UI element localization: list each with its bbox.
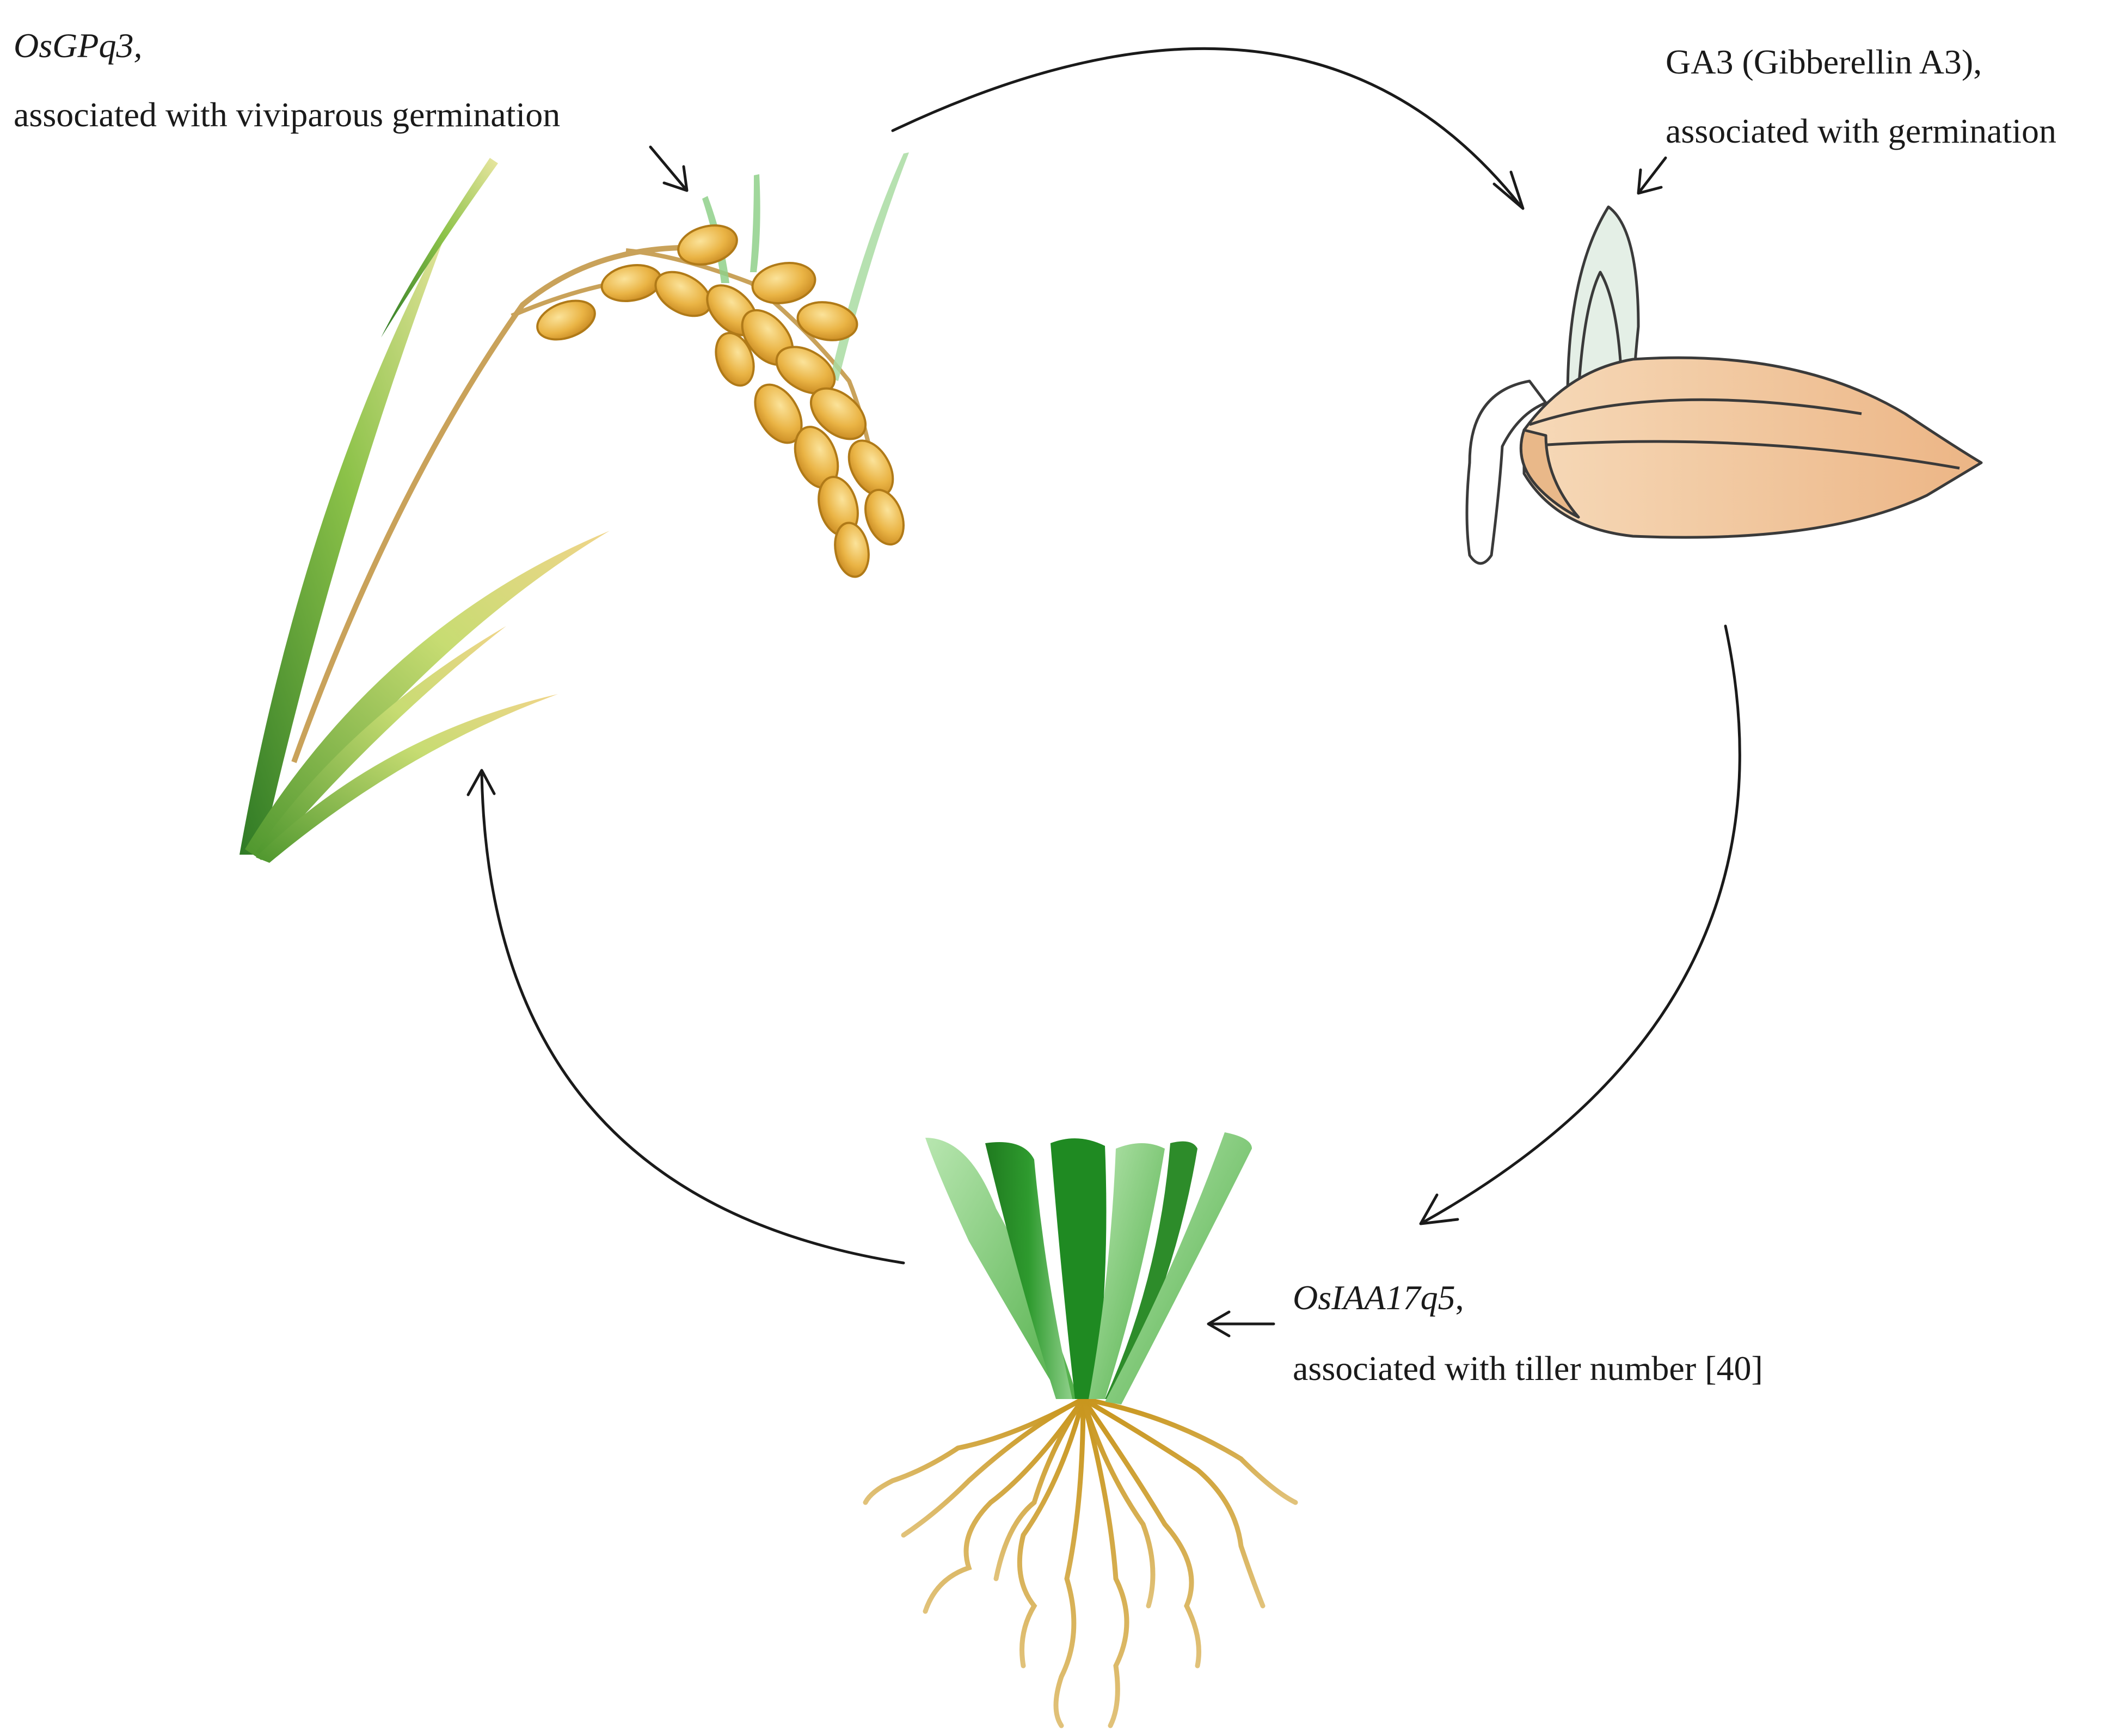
- panicle-bract: [750, 174, 760, 272]
- rice-grain: [754, 383, 803, 444]
- tiller-blade: [1051, 1138, 1107, 1399]
- gene-name-osiaa17q5: OsIAA17q5: [1293, 1278, 1455, 1317]
- pointer-to-panicle: [649, 145, 689, 192]
- arrow-plant-to-seed: [891, 47, 1523, 208]
- arrow-plant-to-seed-head: [1492, 170, 1525, 210]
- seedling-tillers-illustration: [863, 1132, 1298, 1728]
- arrow-seed-to-seedling-head: [1419, 1193, 1459, 1225]
- label-mature-plant: OsGPq3, associated with viviparous germi…: [14, 26, 560, 134]
- rice-grain: [796, 301, 858, 341]
- root: [1080, 1396, 1129, 1728]
- tiller-blade: [985, 1142, 1072, 1399]
- gene-name-suffix: ,: [1455, 1278, 1464, 1317]
- gene-label-osgpq3: OsGPq3,: [14, 26, 142, 65]
- root: [901, 1396, 1086, 1538]
- rice-grain: [809, 387, 867, 440]
- pointer-arrows: [649, 145, 1667, 1338]
- rice-leaf: [381, 158, 498, 338]
- description-germination: associated with germination: [1666, 112, 2056, 150]
- rice-leaf: [256, 694, 558, 863]
- root: [1053, 1396, 1086, 1728]
- gene-label-ga3: GA3 (Gibberellin A3),: [1666, 42, 1982, 81]
- rice-grain: [864, 488, 905, 546]
- rice-grain: [536, 299, 596, 341]
- arrow-seed-to-seedling: [1422, 624, 1741, 1224]
- seed-coleoptile-inner: [1577, 271, 1624, 392]
- rice-grains: [536, 224, 905, 578]
- germinating-seed-illustration: [1465, 205, 1983, 565]
- seed-hull-ridge: [1529, 398, 1862, 426]
- mature-rice-plant-illustration: [239, 152, 909, 863]
- gene-label-osiaa17q5: OsIAA17q5,: [1293, 1278, 1464, 1317]
- tiller-blade: [1105, 1141, 1197, 1399]
- rice-grain: [715, 332, 755, 387]
- pointer-to-coleoptile: [1637, 156, 1667, 195]
- rice-grain: [775, 346, 836, 395]
- root: [1080, 1396, 1298, 1505]
- rice-grain: [677, 224, 738, 266]
- rice-leaf: [239, 218, 452, 855]
- seedling-roots: [863, 1396, 1298, 1728]
- cycle-arrows: [466, 47, 1741, 1265]
- root: [1080, 1396, 1266, 1609]
- arrow-seedling-to-plant-head: [466, 769, 496, 796]
- rice-grain: [751, 262, 816, 304]
- root: [993, 1396, 1086, 1581]
- seed-hull: [1522, 356, 1983, 539]
- label-seed: GA3 (Gibberellin A3), associated with ge…: [1666, 42, 2056, 150]
- seed-hull-ridge: [1524, 440, 1960, 470]
- description-tiller-number: associated with tiller number [40]: [1293, 1349, 1763, 1388]
- root: [863, 1396, 1086, 1505]
- root: [923, 1396, 1086, 1614]
- description-viviparous-germination: associated with viviparous germination: [14, 95, 560, 134]
- rice-grain: [834, 522, 870, 578]
- rice-grain: [600, 264, 662, 302]
- seed-radicle: [1465, 379, 1547, 565]
- pointer-to-tillers: [1207, 1310, 1275, 1338]
- rice-stem: [291, 245, 681, 763]
- root: [1080, 1396, 1156, 1609]
- tiller-blade: [1089, 1143, 1165, 1399]
- seed-hull-lemma: [1519, 428, 1580, 519]
- label-seedling: OsIAA17q5, associated with tiller number…: [1293, 1278, 1763, 1388]
- root: [1017, 1396, 1086, 1668]
- root: [1080, 1396, 1201, 1668]
- tiller-blade: [1105, 1132, 1252, 1404]
- arrow-seedling-to-plant: [480, 771, 905, 1265]
- panicle-bract: [830, 152, 909, 381]
